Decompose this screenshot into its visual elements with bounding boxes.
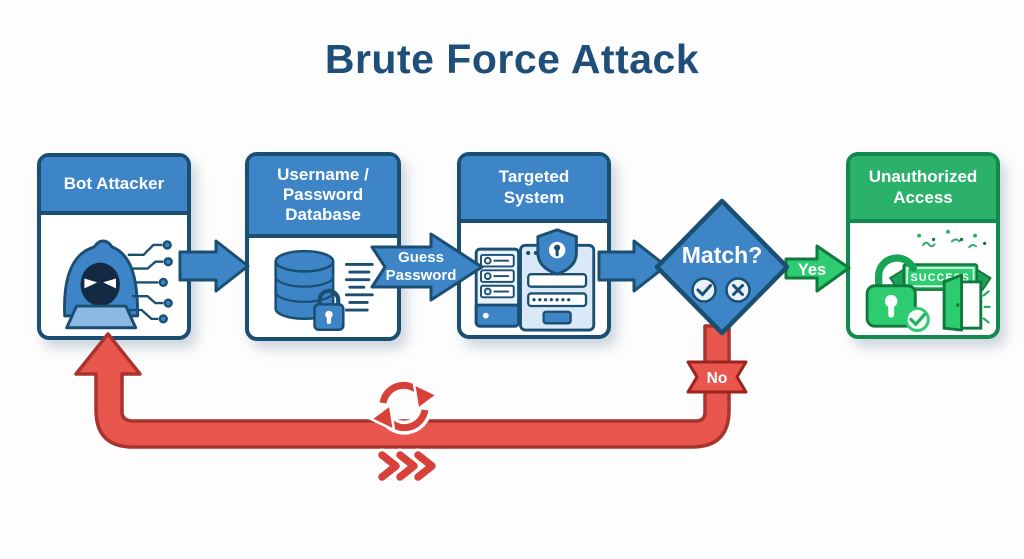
no-label: No: [707, 370, 728, 387]
node-targeted-system-label: Targeted System: [461, 156, 607, 223]
match-label: Match?: [682, 242, 763, 268]
cross-icon: [725, 277, 751, 303]
guess-password-label-line1: Guess: [398, 249, 444, 266]
diagram-title: Brute Force Attack: [324, 36, 700, 82]
refresh-icon: [368, 378, 440, 435]
server-login-shield-icon: [461, 223, 607, 335]
open-lock-door-icon: SUCCESS: [850, 223, 996, 335]
node-bot-attacker-label: Bot Attacker: [41, 157, 187, 215]
hacker-at-laptop-icon: [41, 215, 187, 336]
yes-arrow: Yes: [784, 244, 851, 293]
match-decision-diamond: Match?: [654, 198, 790, 336]
node-unauthorized-access: Unauthorized Access SUCCESS: [846, 152, 1000, 339]
node-credential-database-label: Username / Password Database: [249, 156, 397, 238]
retry-loop-arrow: [74, 324, 731, 449]
node-credential-database: Username / Password Database: [245, 152, 401, 341]
fast-forward-chevrons-icon: [375, 448, 439, 484]
check-icon: [691, 277, 717, 303]
node-bot-attacker: Bot Attacker: [37, 153, 191, 340]
no-ribbon: No: [686, 360, 748, 394]
node-unauthorized-access-label: Unauthorized Access: [850, 156, 996, 223]
node-targeted-system: Targeted System: [457, 152, 611, 339]
yes-label: Yes: [798, 261, 826, 279]
locked-database-icon: [249, 238, 397, 337]
